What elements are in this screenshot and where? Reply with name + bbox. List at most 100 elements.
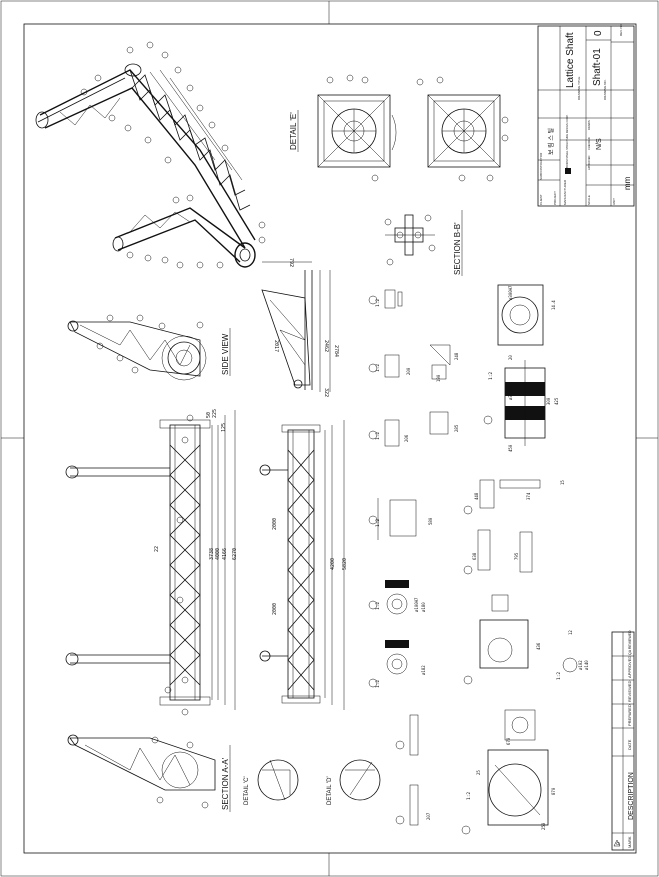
dim-436: 436 <box>536 642 541 650</box>
dim-2000b: 2000 <box>272 603 278 615</box>
scale-label-8: 1:2 <box>556 672 562 680</box>
dim-100h7: ø100H7 <box>414 597 419 612</box>
dim-180: ø180 <box>421 602 426 612</box>
right-parts: ø300H7 14.4 20 1:2 ø302H7 300 425 450 37… <box>461 284 589 835</box>
dim-2017: 2017 <box>273 340 279 352</box>
scale-label-main: 1:2 <box>466 792 472 800</box>
scale-label-5: 1:2 <box>375 602 381 610</box>
revision-triangle-icon <box>613 839 621 847</box>
dim-3738: 3738 <box>209 548 215 560</box>
dim-102: ø102 <box>578 660 583 670</box>
dim-300h7: ø300H7 <box>508 285 513 300</box>
company-en: BORIM STEEL STRUCTURE DESIGN CORP. <box>565 114 569 168</box>
dim-15: 15 <box>560 480 565 485</box>
dim-200: 200 <box>406 367 411 375</box>
revision-table: MARK DESCRIPTION DATE PREPARED REVIEWED … <box>611 630 635 851</box>
dim-6270: 6270 <box>232 548 238 560</box>
section-aa: SECTION A-A' <box>67 734 231 812</box>
section-bb: SECTION B-B' <box>384 210 463 276</box>
dim-207: 207 <box>426 812 431 820</box>
dim-250: 250 <box>541 822 546 830</box>
scale-label-3: 1:2 <box>375 432 381 440</box>
drawing-title-label: DRAWING TITLE <box>577 77 581 100</box>
dim-450: 450 <box>508 444 513 452</box>
rev-header-date: DATE <box>627 739 632 750</box>
dim-22: 22 <box>154 546 160 552</box>
title-block: DRAWING TITLE Lattice Shaft DRAWING NO. … <box>537 23 635 207</box>
dim-300: 300 <box>546 397 551 405</box>
dim-425: 425 <box>554 397 559 405</box>
company-kr: 보 림 스 틸 <box>547 128 555 155</box>
dim-248: 248 <box>454 352 459 360</box>
dim-302h7: ø302H7 <box>508 385 513 400</box>
dim-14-4: 14.4 <box>551 300 556 310</box>
dim-870: 870 <box>551 787 556 795</box>
dim-225: 225 <box>212 409 218 418</box>
unit-value: mm <box>623 176 632 190</box>
dim-125: 125 <box>221 423 227 432</box>
scale-label: SCALE <box>587 195 591 205</box>
dim-190: 190 <box>436 374 441 382</box>
dim-374: 374 <box>526 492 531 500</box>
dim-182: ø182 <box>421 665 426 675</box>
section-bb-label: SECTION B-B' <box>453 222 462 275</box>
checked-label: CHECKED <box>587 137 591 150</box>
arm-elevation: 792 2462 2784 322 2017 <box>261 258 339 397</box>
rev-header-qa: QA REVIEWED <box>628 630 632 655</box>
unit-label: UNIT <box>612 198 616 205</box>
dim-206: 206 <box>404 434 409 442</box>
rev-header-approved: APPROVED <box>627 656 632 678</box>
dim-140: ø140 <box>584 660 589 670</box>
company-logo-icon <box>565 168 571 174</box>
side-view: SIDE VIEW <box>67 314 231 381</box>
dim-4000: 4000 <box>215 548 221 560</box>
drawing-no-label: DRAWING NO. <box>603 79 607 100</box>
rev-no-label: REV. NO. <box>619 23 623 36</box>
dim-20: 20 <box>508 355 513 360</box>
dim-25: 25 <box>476 770 481 775</box>
rev-header-prepared: PREPARED <box>627 704 632 726</box>
dim-670: 670 <box>506 737 511 745</box>
detail-e-label: DETAIL 'E' <box>289 112 298 150</box>
dim-322: 322 <box>323 388 329 397</box>
project-label: PROJECT <box>553 191 557 205</box>
scale-value: N/S <box>596 138 603 150</box>
detail-d-label: DETAIL 'D' <box>327 776 333 805</box>
detail-c: DETAIL 'C' <box>244 759 299 805</box>
dim-580: 580 <box>428 517 433 525</box>
dim-2784: 2784 <box>333 345 339 357</box>
dim-285: 285 <box>454 424 459 432</box>
client-label: CLIENT <box>539 194 543 205</box>
drawing-title: Lattice Shaft <box>565 32 576 88</box>
side-view-label: SIDE VIEW <box>221 333 230 375</box>
drawing-no: Shaft-01 <box>592 48 603 86</box>
dim-2462: 2462 <box>323 340 329 352</box>
manufacturer-label: MANUFACTURER <box>563 179 567 205</box>
scale-label-2: 1:2 <box>375 364 381 372</box>
dim-12: 12 <box>568 630 573 635</box>
rev-header-reviewed: REVIEWED <box>627 681 632 702</box>
lattice-elevation-1: 3738 4000 4166 6270 22 50 225 125 <box>65 409 238 716</box>
dim-4200: 4200 <box>330 558 336 570</box>
dim-50: 50 <box>206 412 212 418</box>
section-aa-label: SECTION A-A' <box>221 757 230 810</box>
scale-label-7: 1:2 <box>488 372 494 380</box>
rev-no: 0 <box>593 30 604 36</box>
part-details: 1:2 1:2 200 248 190 1:2 206 285 1:2 580 … <box>368 289 459 826</box>
dim-448: 448 <box>474 492 479 500</box>
rev-header-description: DESCRIPTION <box>628 772 635 820</box>
dim-4166: 4166 <box>222 548 228 560</box>
dim-638: 638 <box>472 552 477 560</box>
detail-c-label: DETAIL 'C' <box>244 776 250 805</box>
inner-frame <box>23 23 637 854</box>
subcontractor-label: SUBCONTRACTOR <box>539 152 543 180</box>
detail-d: DETAIL 'D' <box>327 759 381 805</box>
scale-label-1: 1:2 <box>375 299 381 307</box>
dim-2000a: 2000 <box>272 518 278 530</box>
lattice-elevation-2: 2000 2000 4200 5820 <box>259 420 348 710</box>
scale-label-6: 1:2 <box>375 680 381 688</box>
scale-label-4: 1:2 <box>375 519 381 527</box>
isometric-view <box>35 41 266 269</box>
